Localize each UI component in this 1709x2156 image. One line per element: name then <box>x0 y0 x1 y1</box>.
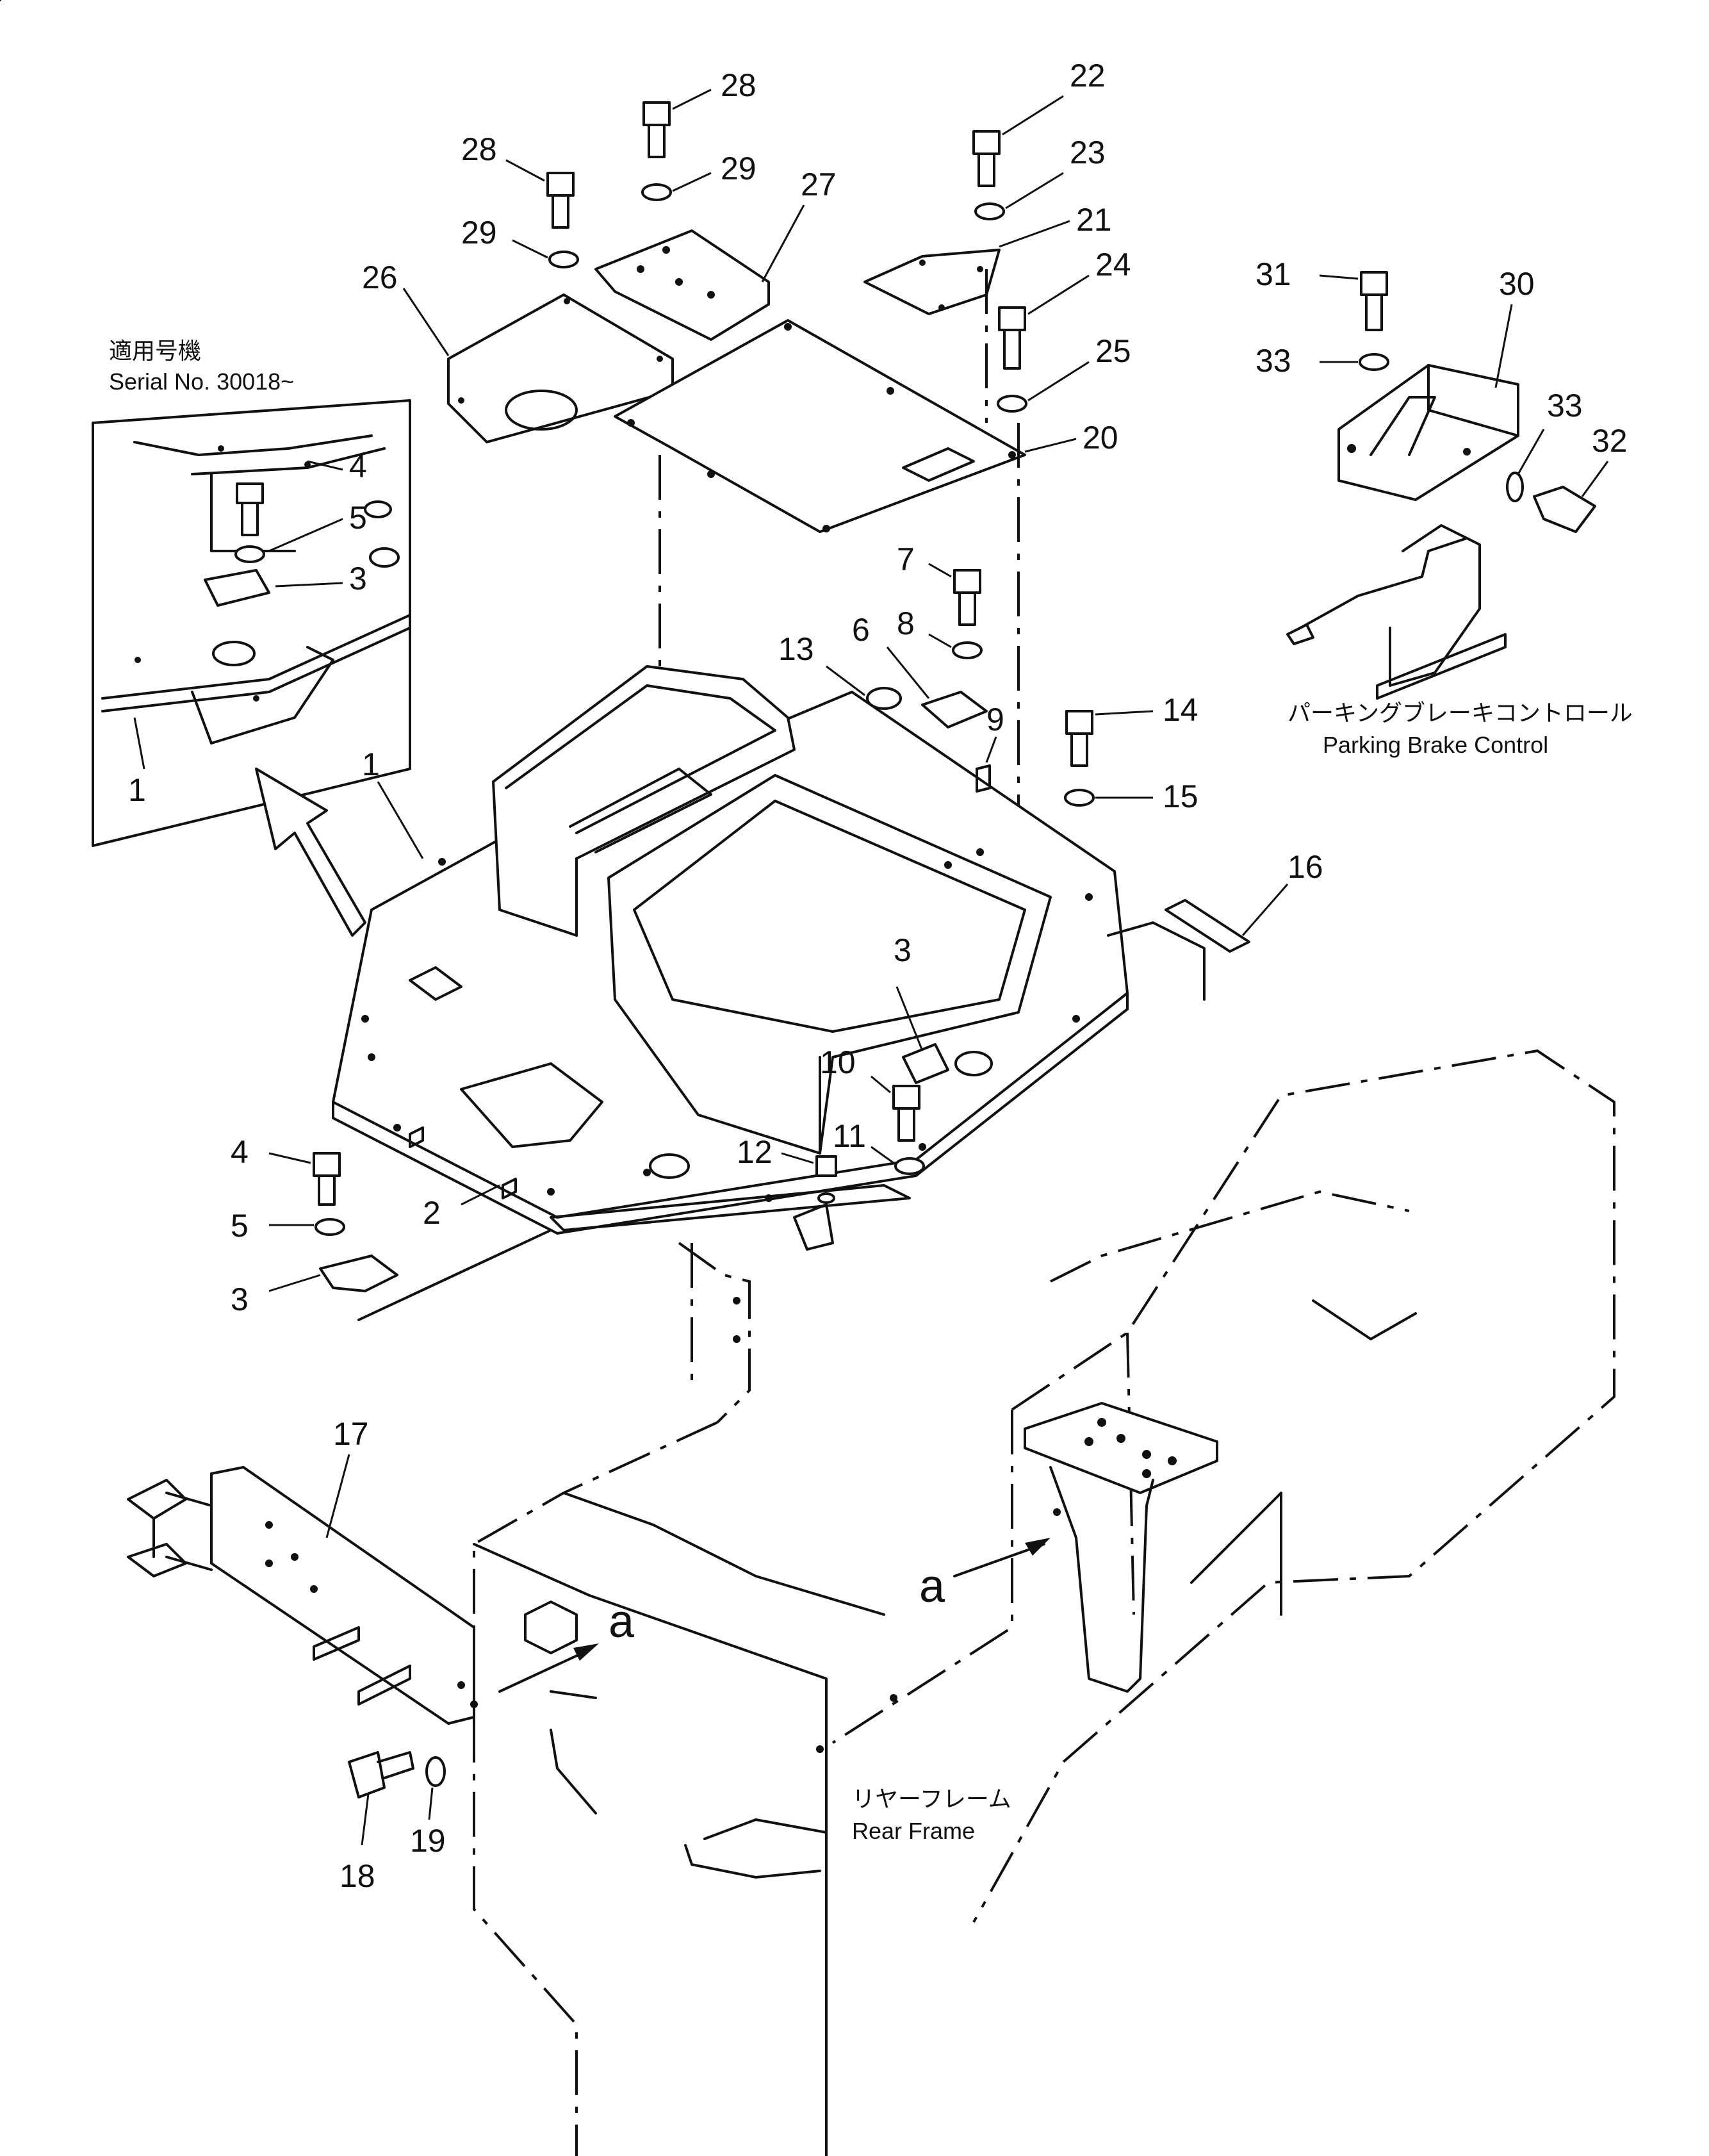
rear-frame <box>473 1049 1615 2156</box>
bolt-head-icon <box>313 1152 341 1177</box>
part-number: 28 <box>461 131 497 167</box>
cover-plate-icon <box>319 1255 398 1292</box>
part-number: 1 <box>362 746 380 782</box>
part-number: 18 <box>339 1858 375 1894</box>
part-number: 1 <box>128 772 146 808</box>
part-number: 24 <box>1095 247 1131 283</box>
inset-serial: Serial No. 30018~ <box>109 368 294 395</box>
part-number: 16 <box>1288 849 1323 885</box>
part-number: 6 <box>852 612 870 648</box>
cover-plate-icon <box>902 1043 949 1084</box>
part-number: 3 <box>349 561 367 597</box>
bolt-head-icon <box>642 101 671 126</box>
parking-brake-lever <box>1286 524 1507 700</box>
bolt-head-icon <box>1360 271 1388 296</box>
bolt-head-icon <box>972 130 1001 155</box>
cover-20 <box>614 319 1026 533</box>
washer-icon <box>952 641 983 659</box>
part-number: 3 <box>231 1281 249 1317</box>
part-number: 7 <box>897 541 915 577</box>
inset-note-jp: 適用号機 <box>109 338 201 364</box>
plug-icon <box>866 687 902 710</box>
cover-27 <box>594 229 770 341</box>
part-number: 5 <box>349 500 367 536</box>
washer-icon <box>894 1157 925 1175</box>
parking-brake-label-jp: パーキングブレーキコントロール <box>1288 700 1633 726</box>
parking-brake-box: 30 <box>1337 266 1535 501</box>
washer-icon <box>997 395 1027 413</box>
inset-frame <box>92 399 411 847</box>
bolt-head-icon <box>892 1085 920 1110</box>
bolt-head-icon <box>998 306 1026 331</box>
nut-icon <box>976 764 991 793</box>
washer-icon <box>974 202 1005 220</box>
bar-16 <box>1165 899 1250 953</box>
mounting-pad <box>1024 1402 1218 1693</box>
parking-brake-label-en: Parking Brake Control <box>1323 732 1548 758</box>
bolt-head-icon <box>953 569 981 594</box>
arrow-icon <box>255 768 366 937</box>
cover-21 <box>863 249 1001 315</box>
washer-icon <box>1064 789 1095 807</box>
washer-icon <box>425 1756 446 1787</box>
part-number: 4 <box>349 448 367 484</box>
washer-icon <box>234 545 265 563</box>
bolt-head-icon <box>236 482 264 504</box>
bolt-head-icon <box>348 1751 386 1798</box>
part-number: 27 <box>801 167 837 202</box>
part-number: 13 <box>778 631 814 667</box>
part-number: 4 <box>231 1134 249 1170</box>
cover-plate-icon <box>204 569 270 607</box>
plug-icon <box>815 1155 837 1177</box>
arrow-icon <box>1025 1538 1051 1556</box>
part-number: 22 <box>1070 58 1106 94</box>
washer-icon <box>1506 472 1524 502</box>
part-number: 3 <box>894 932 912 968</box>
part-number: 2 <box>423 1195 441 1231</box>
part-number: 11 <box>833 1118 866 1154</box>
part-number: 28 <box>721 67 756 103</box>
part-number: 10 <box>820 1044 856 1080</box>
part-number: 32 <box>1592 423 1628 459</box>
part-number: 33 <box>1547 388 1583 424</box>
part-number: 14 <box>1163 692 1198 728</box>
part-number: 20 <box>1083 420 1118 456</box>
washer-icon <box>641 183 672 201</box>
bolt-head-icon <box>1533 486 1596 533</box>
part-number: 23 <box>1070 135 1106 170</box>
part-number: 25 <box>1095 333 1131 369</box>
part-number: 9 <box>986 702 1004 737</box>
view-arrow-line <box>498 1649 591 1693</box>
washer-icon <box>315 1218 345 1236</box>
part-number: 15 <box>1163 778 1198 814</box>
part-number: 33 <box>1255 343 1291 379</box>
part-number: 17 <box>333 1416 369 1452</box>
bolt-head-icon <box>1065 710 1093 735</box>
part-number: 5 <box>231 1208 249 1244</box>
part-number: 31 <box>1255 256 1291 292</box>
part-number: 29 <box>461 215 497 251</box>
cover-plate-icon <box>921 691 988 728</box>
view-a-label: a <box>609 1596 635 1647</box>
part-number: 19 <box>410 1823 446 1859</box>
bracket-17 <box>127 1466 478 1725</box>
inset-detail: 適用号機 Serial No. 30018~ 4 5 3 1 <box>92 338 411 937</box>
rear-frame-label-jp: リヤーフレーム <box>852 1786 1011 1812</box>
part-number: 29 <box>721 151 756 186</box>
washer-icon <box>548 251 579 268</box>
rear-frame-label-en: Rear Frame <box>852 1818 975 1844</box>
arrow-icon <box>573 1643 599 1661</box>
part-number: 21 <box>1076 202 1112 238</box>
part-number: 12 <box>737 1134 773 1170</box>
view-a-label: a <box>919 1561 945 1612</box>
part-number: 30 <box>1499 266 1535 302</box>
washer-icon <box>1359 353 1389 371</box>
part-number: 26 <box>362 259 398 295</box>
bolt-head-icon <box>546 172 575 197</box>
part-number: 8 <box>897 605 915 641</box>
floor-plate-1 <box>332 665 1129 1251</box>
